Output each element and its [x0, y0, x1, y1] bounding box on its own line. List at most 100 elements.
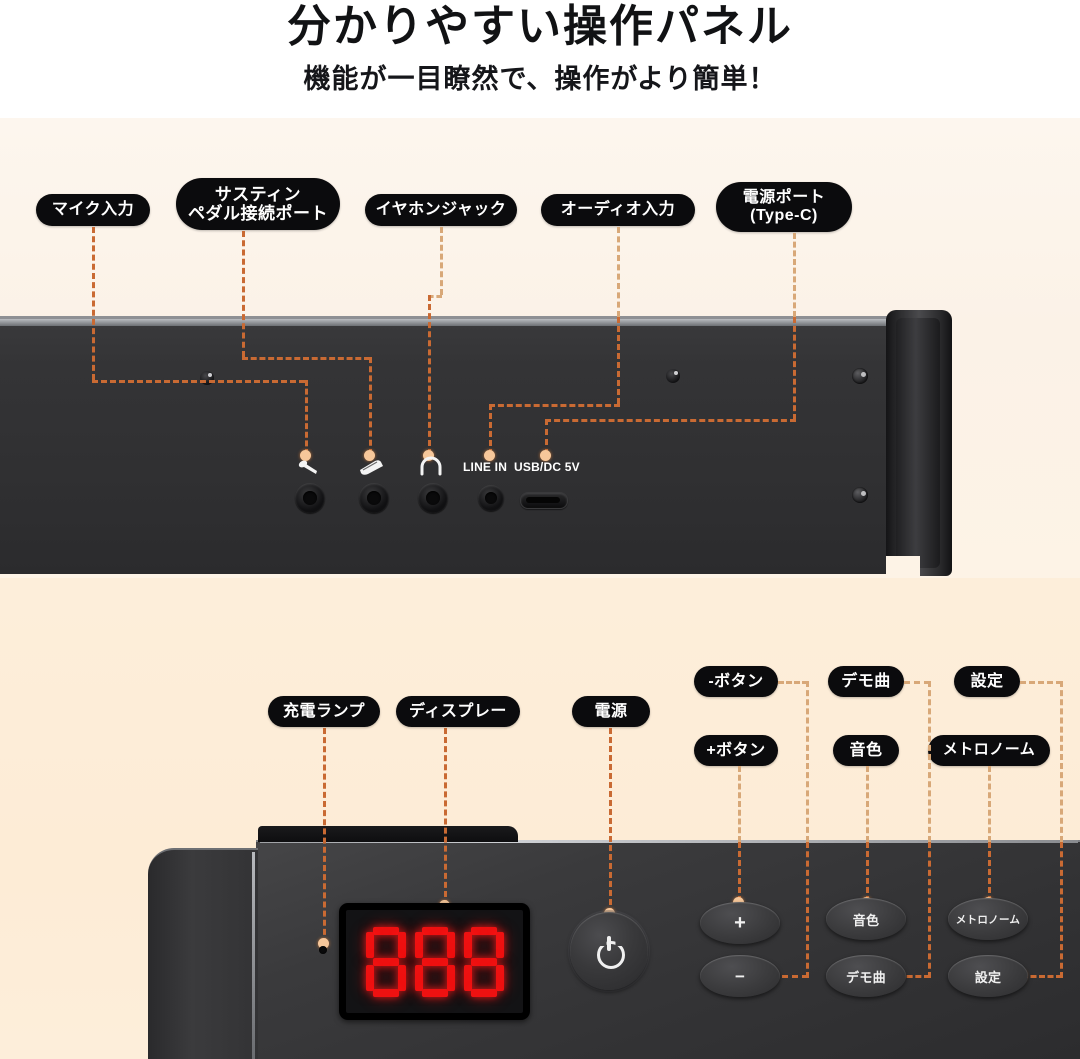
- callout-minus-button[interactable]: -ボタン: [694, 666, 778, 697]
- metronome-button-label: メトロノーム: [955, 913, 1021, 926]
- callout-audio-input[interactable]: オーディオ入力: [541, 194, 695, 226]
- segment-a: [470, 926, 497, 935]
- connector-mic-h: [92, 380, 305, 383]
- connector-minus-h1: [778, 681, 808, 684]
- callout-display[interactable]: ディスプレー: [396, 696, 520, 727]
- connector-pedal-v2: [369, 357, 372, 455]
- sustain-pedal-jack[interactable]: [359, 483, 389, 513]
- connector-plus-v1: [738, 766, 741, 842]
- connector-pedal-h: [242, 357, 370, 360]
- callout-label: マイク入力: [51, 201, 135, 219]
- callout-power[interactable]: 電源: [572, 696, 650, 727]
- connector-audio-h: [489, 404, 620, 407]
- power-button[interactable]: [570, 912, 648, 990]
- power-icon-ring: [597, 941, 625, 969]
- usb-type-c-port[interactable]: [520, 492, 568, 509]
- connector-power-h: [545, 419, 796, 422]
- callout-metronome[interactable]: メトロノーム: [928, 735, 1050, 766]
- connector-headphone-v2: [428, 295, 431, 455]
- callout-demo-song[interactable]: デモ曲: [828, 666, 904, 697]
- callout-plus-button[interactable]: +ボタン: [694, 735, 778, 766]
- callout-headphone-jack[interactable]: イヤホンジャック: [365, 194, 517, 226]
- headphone-icon: [420, 456, 442, 476]
- connector-demo-h1: [904, 681, 930, 684]
- connector-power-v3: [545, 419, 548, 455]
- connector-mic-v2: [305, 380, 308, 455]
- segment-c: [446, 964, 455, 991]
- minus-button[interactable]: −: [700, 955, 780, 997]
- demo-song-button-label: デモ曲: [846, 969, 886, 985]
- power-icon: [595, 936, 625, 969]
- plus-button[interactable]: +: [700, 902, 780, 944]
- connector-minus-v: [806, 681, 809, 842]
- led-digit-2: [414, 926, 455, 997]
- connector-demo-h2: [898, 975, 930, 978]
- connector-headphone-v1: [440, 227, 443, 295]
- control-panel-left-cap: [148, 848, 258, 1059]
- piano-rear-panel: [0, 316, 908, 574]
- connector-node-pedal: [364, 450, 375, 461]
- header: 分かりやすい操作パネル 機能が一目瞭然で、操作がより簡単！: [0, 0, 1080, 95]
- background-band-top: [0, 0, 1080, 120]
- callout-label: オーディオ入力: [560, 201, 676, 219]
- connector-node-mic: [300, 450, 311, 461]
- panel-top-highlight: [0, 319, 908, 326]
- demo-song-button[interactable]: デモ曲: [826, 955, 906, 997]
- charging-lamp: [319, 946, 327, 954]
- bolt-highlight: [674, 371, 678, 375]
- connector-node-power: [540, 450, 551, 461]
- metronome-button[interactable]: メトロノーム: [948, 898, 1028, 940]
- microphone-icon: [298, 460, 317, 474]
- connector-mic-v1: [92, 227, 95, 380]
- page-subtitle: 機能が一目瞭然で、操作がより簡単！: [303, 63, 777, 94]
- callout-charge-lamp[interactable]: 充電ランプ: [268, 696, 380, 727]
- segment-c: [495, 964, 504, 991]
- endcap-screw-top: [852, 368, 868, 384]
- callout-sustain-pedal-port[interactable]: サスティン ペダル接続ポート: [176, 178, 340, 230]
- settings-button[interactable]: 設定: [948, 955, 1028, 997]
- segment-g: [470, 957, 497, 966]
- connector-audio-v2: [617, 317, 620, 404]
- segment-e: [414, 964, 423, 991]
- segment-f: [414, 931, 423, 958]
- segment-g: [421, 957, 448, 966]
- settings-button-label: 設定: [974, 969, 1002, 985]
- headphone-jack[interactable]: [418, 483, 448, 513]
- screw-highlight: [861, 372, 866, 377]
- tone-button[interactable]: 音色: [826, 898, 906, 940]
- segment-d: [421, 988, 448, 997]
- port-caption-usb-dc: USB/DC 5V: [514, 460, 580, 474]
- callout-label: メトロノーム: [942, 741, 1036, 759]
- segment-b: [495, 931, 504, 958]
- connector-settings-v: [1060, 681, 1063, 842]
- endcap-screw-bottom: [852, 487, 868, 503]
- callout-mic-input[interactable]: マイク入力: [36, 194, 150, 226]
- callout-tone[interactable]: 音色: [833, 735, 899, 766]
- callout-power-port[interactable]: 電源ポート (Type-C): [716, 182, 852, 232]
- segment-b: [446, 931, 455, 958]
- segment-b: [397, 931, 406, 958]
- segment-c: [397, 964, 406, 991]
- control-panel-lip: [258, 826, 518, 842]
- segment-g: [372, 957, 399, 966]
- segment-e: [463, 964, 472, 991]
- connector-demo-v2: [928, 842, 931, 978]
- plus-button-label: +: [734, 912, 746, 934]
- pedal-icon: [360, 460, 383, 475]
- segment-d: [470, 988, 497, 997]
- segment-a: [372, 926, 399, 935]
- callout-settings[interactable]: 設定: [954, 666, 1020, 697]
- mic-input-jack[interactable]: [295, 483, 325, 513]
- bolt-highlight: [208, 373, 212, 377]
- minus-button-label: −: [735, 966, 745, 986]
- connector-metronome-v1: [988, 766, 991, 842]
- segment-e: [365, 964, 374, 991]
- connector-display: [444, 728, 447, 906]
- piano-right-endcap-notch: [886, 556, 920, 576]
- jack-hole: [367, 491, 381, 505]
- callout-label: 電源ポート (Type-C): [742, 189, 826, 224]
- control-panel-highlight: [260, 840, 1078, 843]
- tone-button-label: 音色: [852, 912, 880, 928]
- connector-settings-h2: [1022, 975, 1062, 978]
- line-in-jack[interactable]: [478, 485, 504, 511]
